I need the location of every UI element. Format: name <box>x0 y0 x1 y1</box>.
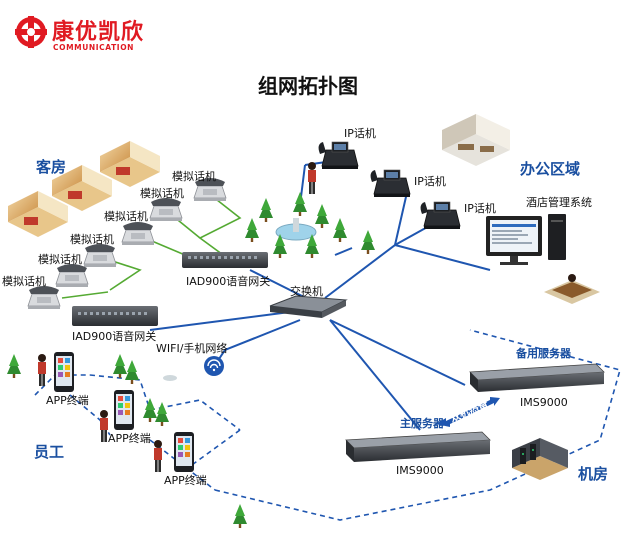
app-terminal-label: APP终端 <box>164 473 207 487</box>
backup-server-ims-label: IMS9000 <box>520 396 568 409</box>
wifi-icon <box>204 356 224 376</box>
iad-gateway-lower: IAD900语音网关 <box>72 306 158 343</box>
hotel-room-icon <box>8 191 68 237</box>
smartphone-icon <box>114 390 134 430</box>
iad-gateway-label: IAD900语音网关 <box>186 274 270 288</box>
guest-room-illustrations <box>8 141 160 237</box>
plaza-illustration <box>245 192 375 258</box>
analog-phone-icon <box>149 197 183 222</box>
diagram-title: 组网拓扑图 <box>258 74 358 98</box>
ip-phone-icon <box>420 201 461 230</box>
core-switch: 交换机 <box>269 284 348 318</box>
hotel-management-system: 酒店管理系统 <box>486 195 592 265</box>
analog-phone-icon <box>83 243 117 268</box>
tree-icon <box>233 504 247 528</box>
logo-name-en: COMMUNICATION <box>53 43 134 52</box>
backup-server-label: 备用服务器 <box>515 346 572 360</box>
tree-icon <box>315 204 329 228</box>
area-label-office: 办公区域 <box>520 160 580 178</box>
app-terminal-group: APP终端 APP终端 APP终端 <box>46 352 207 487</box>
tree-icon <box>155 402 169 426</box>
ip-phone-group: IP话机 IP话机 IP话机 <box>318 126 496 230</box>
person-icon <box>308 162 316 194</box>
tree-icon <box>143 398 157 422</box>
analog-phone-icon <box>55 263 89 288</box>
person-icon <box>38 354 46 386</box>
ip-phone-label: IP话机 <box>344 126 376 140</box>
analog-phone-label: 模拟话机 <box>172 169 216 183</box>
logo-name-cn: 康优凯欣 <box>52 19 144 45</box>
wifi-network: WIFI/手机网络 <box>156 341 227 376</box>
app-terminal-label: APP终端 <box>108 431 151 445</box>
analog-phone-label: 模拟话机 <box>2 274 46 288</box>
analog-phone-icon <box>27 285 61 310</box>
staff-illustrations <box>7 354 247 528</box>
hotel-room-icon <box>52 165 112 211</box>
smartphone-icon <box>54 352 74 392</box>
tree-icon <box>113 354 127 378</box>
office-illustration <box>442 114 510 166</box>
backup-server: 备用服务器 IMS9000 <box>469 346 605 409</box>
smartphone-icon <box>174 432 194 472</box>
area-label-server-room: 机房 <box>578 465 608 483</box>
tree-icon <box>333 218 347 242</box>
gateway-device-icon <box>72 306 158 326</box>
main-server: 主服务器 IMS9000 <box>345 416 491 477</box>
iad-gateway-label: IAD900语音网关 <box>72 329 156 343</box>
analog-phone-group: 模拟话机 模拟话机 模拟话机 模拟话机 模拟话机 模拟话机 <box>2 169 227 310</box>
fountain-icon <box>163 375 177 381</box>
tree-icon <box>245 218 259 242</box>
analog-phone-icon <box>121 221 155 246</box>
tree-icon <box>7 354 21 378</box>
wifi-network-label: WIFI/手机网络 <box>156 341 227 355</box>
person-icon <box>100 410 108 442</box>
hotel-system-label: 酒店管理系统 <box>526 195 592 209</box>
analog-phone-label: 模拟话机 <box>104 209 148 223</box>
iad-gateway-upper: IAD900语音网关 <box>182 252 270 288</box>
gateway-device-icon <box>182 252 268 268</box>
hotel-room-icon <box>100 141 160 187</box>
tree-icon <box>361 230 375 254</box>
analog-phone-label: 模拟话机 <box>140 186 184 200</box>
app-terminal-label: APP终端 <box>46 393 89 407</box>
person-icon <box>154 440 162 472</box>
analog-phone-label: 模拟话机 <box>38 252 82 266</box>
analog-phone-label: 模拟话机 <box>70 232 114 246</box>
hot-standby-link: 双机热备 <box>436 396 500 427</box>
area-label-guest-room: 客房 <box>35 158 66 176</box>
ip-phone-icon <box>370 169 411 198</box>
reception-illustration <box>544 274 600 304</box>
server-room-illustration <box>512 438 568 480</box>
pc-tower-icon <box>548 214 566 260</box>
tree-icon <box>259 198 273 222</box>
double-arrow-icon <box>436 397 500 427</box>
area-label-staff: 员工 <box>34 443 64 461</box>
ip-phone-label: IP话机 <box>464 201 496 215</box>
hot-standby-label: 双机热备 <box>448 396 491 425</box>
ip-phone-label: IP话机 <box>414 174 446 188</box>
tree-icon <box>293 192 307 216</box>
logo-mark-icon <box>15 16 47 48</box>
main-server-ims-label: IMS9000 <box>396 464 444 477</box>
switch-label: 交换机 <box>290 284 323 298</box>
ip-phone-icon <box>318 141 359 170</box>
company-logo: 康优凯欣 COMMUNICATION <box>15 16 144 52</box>
main-server-label: 主服务器 <box>400 416 445 430</box>
